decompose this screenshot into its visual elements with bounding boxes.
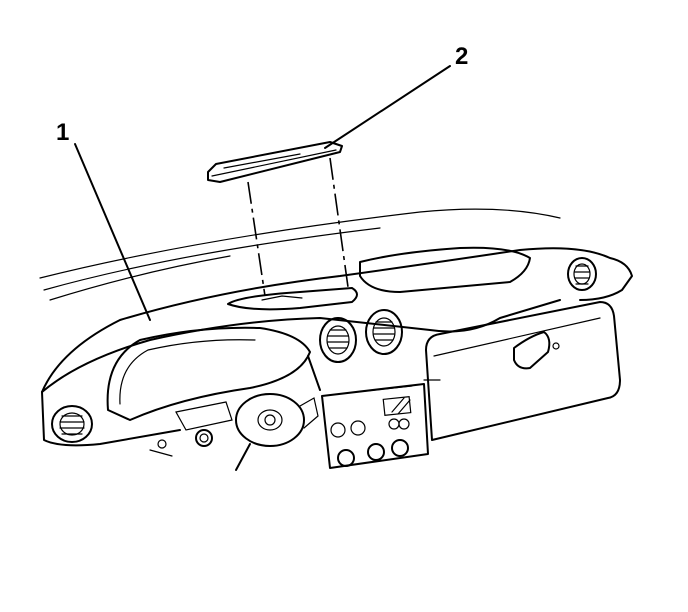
install-guide-left xyxy=(247,181,266,297)
left-outboard-vent xyxy=(51,405,93,443)
part-2-trim-cover xyxy=(207,141,343,183)
callout-number-1: 1 xyxy=(56,119,69,146)
center-vent-right xyxy=(365,309,403,355)
leader-line-1 xyxy=(74,143,151,321)
part-1-instrument-panel xyxy=(39,208,633,471)
glove-box-door xyxy=(425,301,621,441)
leader-line-2 xyxy=(324,65,451,149)
callout-number-2: 2 xyxy=(455,43,468,70)
center-vent-left xyxy=(319,317,357,363)
lower-left-switches xyxy=(149,401,233,457)
center-stack-radio xyxy=(321,383,429,469)
steering-column xyxy=(235,393,319,471)
